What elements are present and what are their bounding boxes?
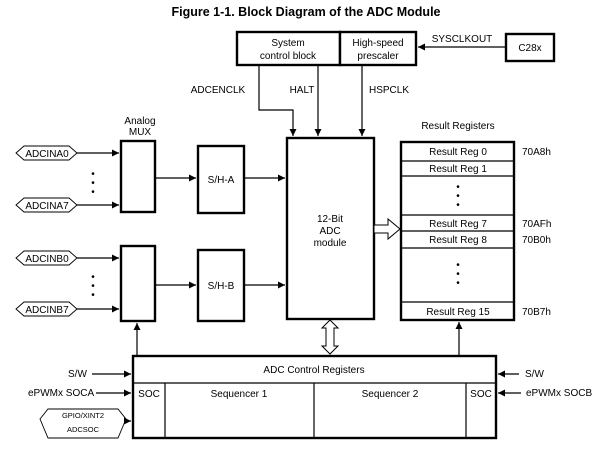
adcenclk-label: ADCENCLK: [191, 85, 246, 96]
prescaler-label-1: High-speed: [352, 38, 403, 49]
soc-left-label: SOC: [138, 389, 160, 400]
adcina7-pin: ADCINA7: [15, 197, 78, 213]
input-dots-a-2: •: [91, 178, 95, 189]
gpio-xint2-label: GPIO/XINT2: [62, 411, 104, 420]
result-registers-title: Result Registers: [421, 121, 494, 132]
result-dots-2c: •: [456, 278, 460, 289]
result-reg-7: Result Reg 7: [429, 219, 487, 230]
halt-label: HALT: [290, 85, 315, 96]
addr-70a8h: 70A8h: [522, 147, 551, 158]
result-reg-0: Result Reg 0: [429, 147, 487, 158]
result-dots-1c: •: [456, 200, 460, 211]
adcina0-label: ADCINA0: [25, 149, 69, 160]
gpio-xint2-adcsoc-pin: GPIO/XINT2 ADCSOC: [39, 408, 127, 439]
soc-right-label: SOC: [470, 389, 492, 400]
adc-label-1: 12-Bit: [317, 214, 343, 225]
c28x-block: C28x: [504, 32, 556, 63]
adcina7-label: ADCINA7: [25, 201, 69, 212]
epwm-soca-label: ePWMx SOCA: [28, 388, 94, 399]
sw-right-label: S/W: [525, 369, 544, 380]
adcinb7-label: ADCINB7: [25, 305, 69, 316]
adcinb0-label: ADCINB0: [25, 254, 69, 265]
c28x-label: C28x: [518, 43, 541, 54]
result-dots-1b: •: [456, 191, 460, 202]
result-dots-2b: •: [456, 269, 460, 280]
analog-mux-label-1: Analog: [124, 116, 155, 127]
analog-mux-b: [119, 244, 157, 323]
sw-left-label: S/W: [68, 369, 87, 380]
adcsoc-label: ADCSOC: [67, 425, 100, 434]
hspclk-label: HSPCLK: [369, 85, 409, 96]
system-control-block: System control block: [235, 30, 342, 67]
addr-70afh: 70AFh: [522, 219, 551, 230]
prescaler-label-2: prescaler: [357, 51, 399, 62]
sh-a-block: [196, 144, 246, 215]
epwm-socb-label: ePWMx SOCB: [526, 388, 592, 399]
adc-module-block: [285, 136, 376, 321]
input-dots-b-2: •: [91, 281, 95, 292]
addr-70b7h: 70B7h: [522, 307, 551, 318]
adcenclk-arrow: [258, 65, 297, 136]
addr-70b0h: 70B0h: [522, 235, 551, 246]
input-dots-a-1: •: [91, 169, 95, 180]
result-dots-1a: •: [456, 182, 460, 193]
adc-label-2: ADC: [319, 226, 340, 237]
figure-title: Figure 1-1. Block Diagram of the ADC Mod…: [171, 5, 440, 19]
sh-a-label: S/H-A: [208, 175, 235, 186]
analog-mux-label-2: MUX: [129, 127, 152, 138]
system-control-label-2: control block: [260, 51, 317, 62]
sysclkout-label: SYSCLKOUT: [432, 34, 493, 45]
adcinb0-pin: ADCINB0: [15, 250, 78, 266]
sequencer-2-label: Sequencer 2: [362, 389, 419, 400]
system-control-label-1: System: [271, 38, 304, 49]
adc-label-3: module: [314, 238, 347, 249]
adc-control-registers-title: ADC Control Registers: [263, 365, 364, 376]
result-reg-8: Result Reg 8: [429, 235, 487, 246]
adc-control-bidirectional-bus: [320, 319, 340, 355]
sh-b-label: S/H-B: [208, 281, 235, 292]
sequencer-1-label: Sequencer 1: [211, 389, 268, 400]
input-dots-a-3: •: [91, 187, 95, 198]
input-dots-b-1: •: [91, 272, 95, 283]
analog-mux-a: [119, 139, 157, 214]
adcina0-pin: ADCINA0: [15, 145, 78, 161]
result-reg-1: Result Reg 1: [429, 164, 487, 175]
adc-to-results-bus-arrow: [373, 217, 401, 241]
high-speed-prescaler-block: High-speed prescaler: [338, 30, 418, 67]
result-reg-15: Result Reg 15: [426, 307, 490, 318]
adcinb7-pin: ADCINB7: [15, 301, 78, 317]
input-dots-b-3: •: [91, 290, 95, 301]
result-dots-2a: •: [456, 260, 460, 271]
